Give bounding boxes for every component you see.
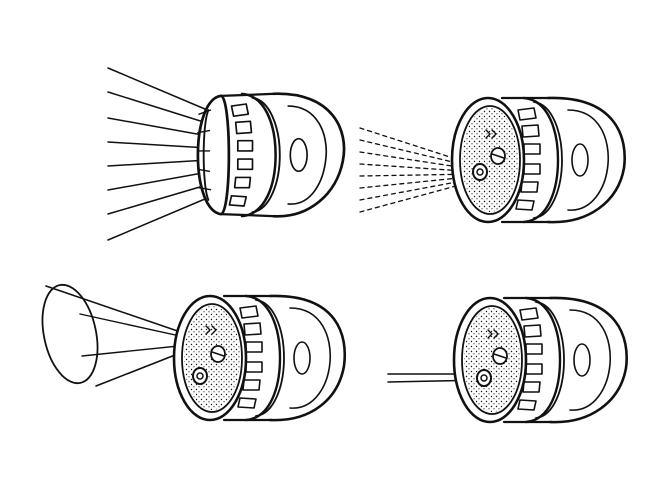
cone-spray xyxy=(41,283,199,387)
panel-mist xyxy=(359,96,626,224)
panel-shower xyxy=(107,67,346,241)
shower-rays xyxy=(107,67,213,241)
panel-cone xyxy=(41,283,346,422)
nozzle-body xyxy=(172,294,346,422)
nozzle-body xyxy=(196,92,346,218)
nozzle-body xyxy=(452,296,628,424)
panel-jet xyxy=(387,296,628,424)
nozzle-body xyxy=(450,96,626,224)
